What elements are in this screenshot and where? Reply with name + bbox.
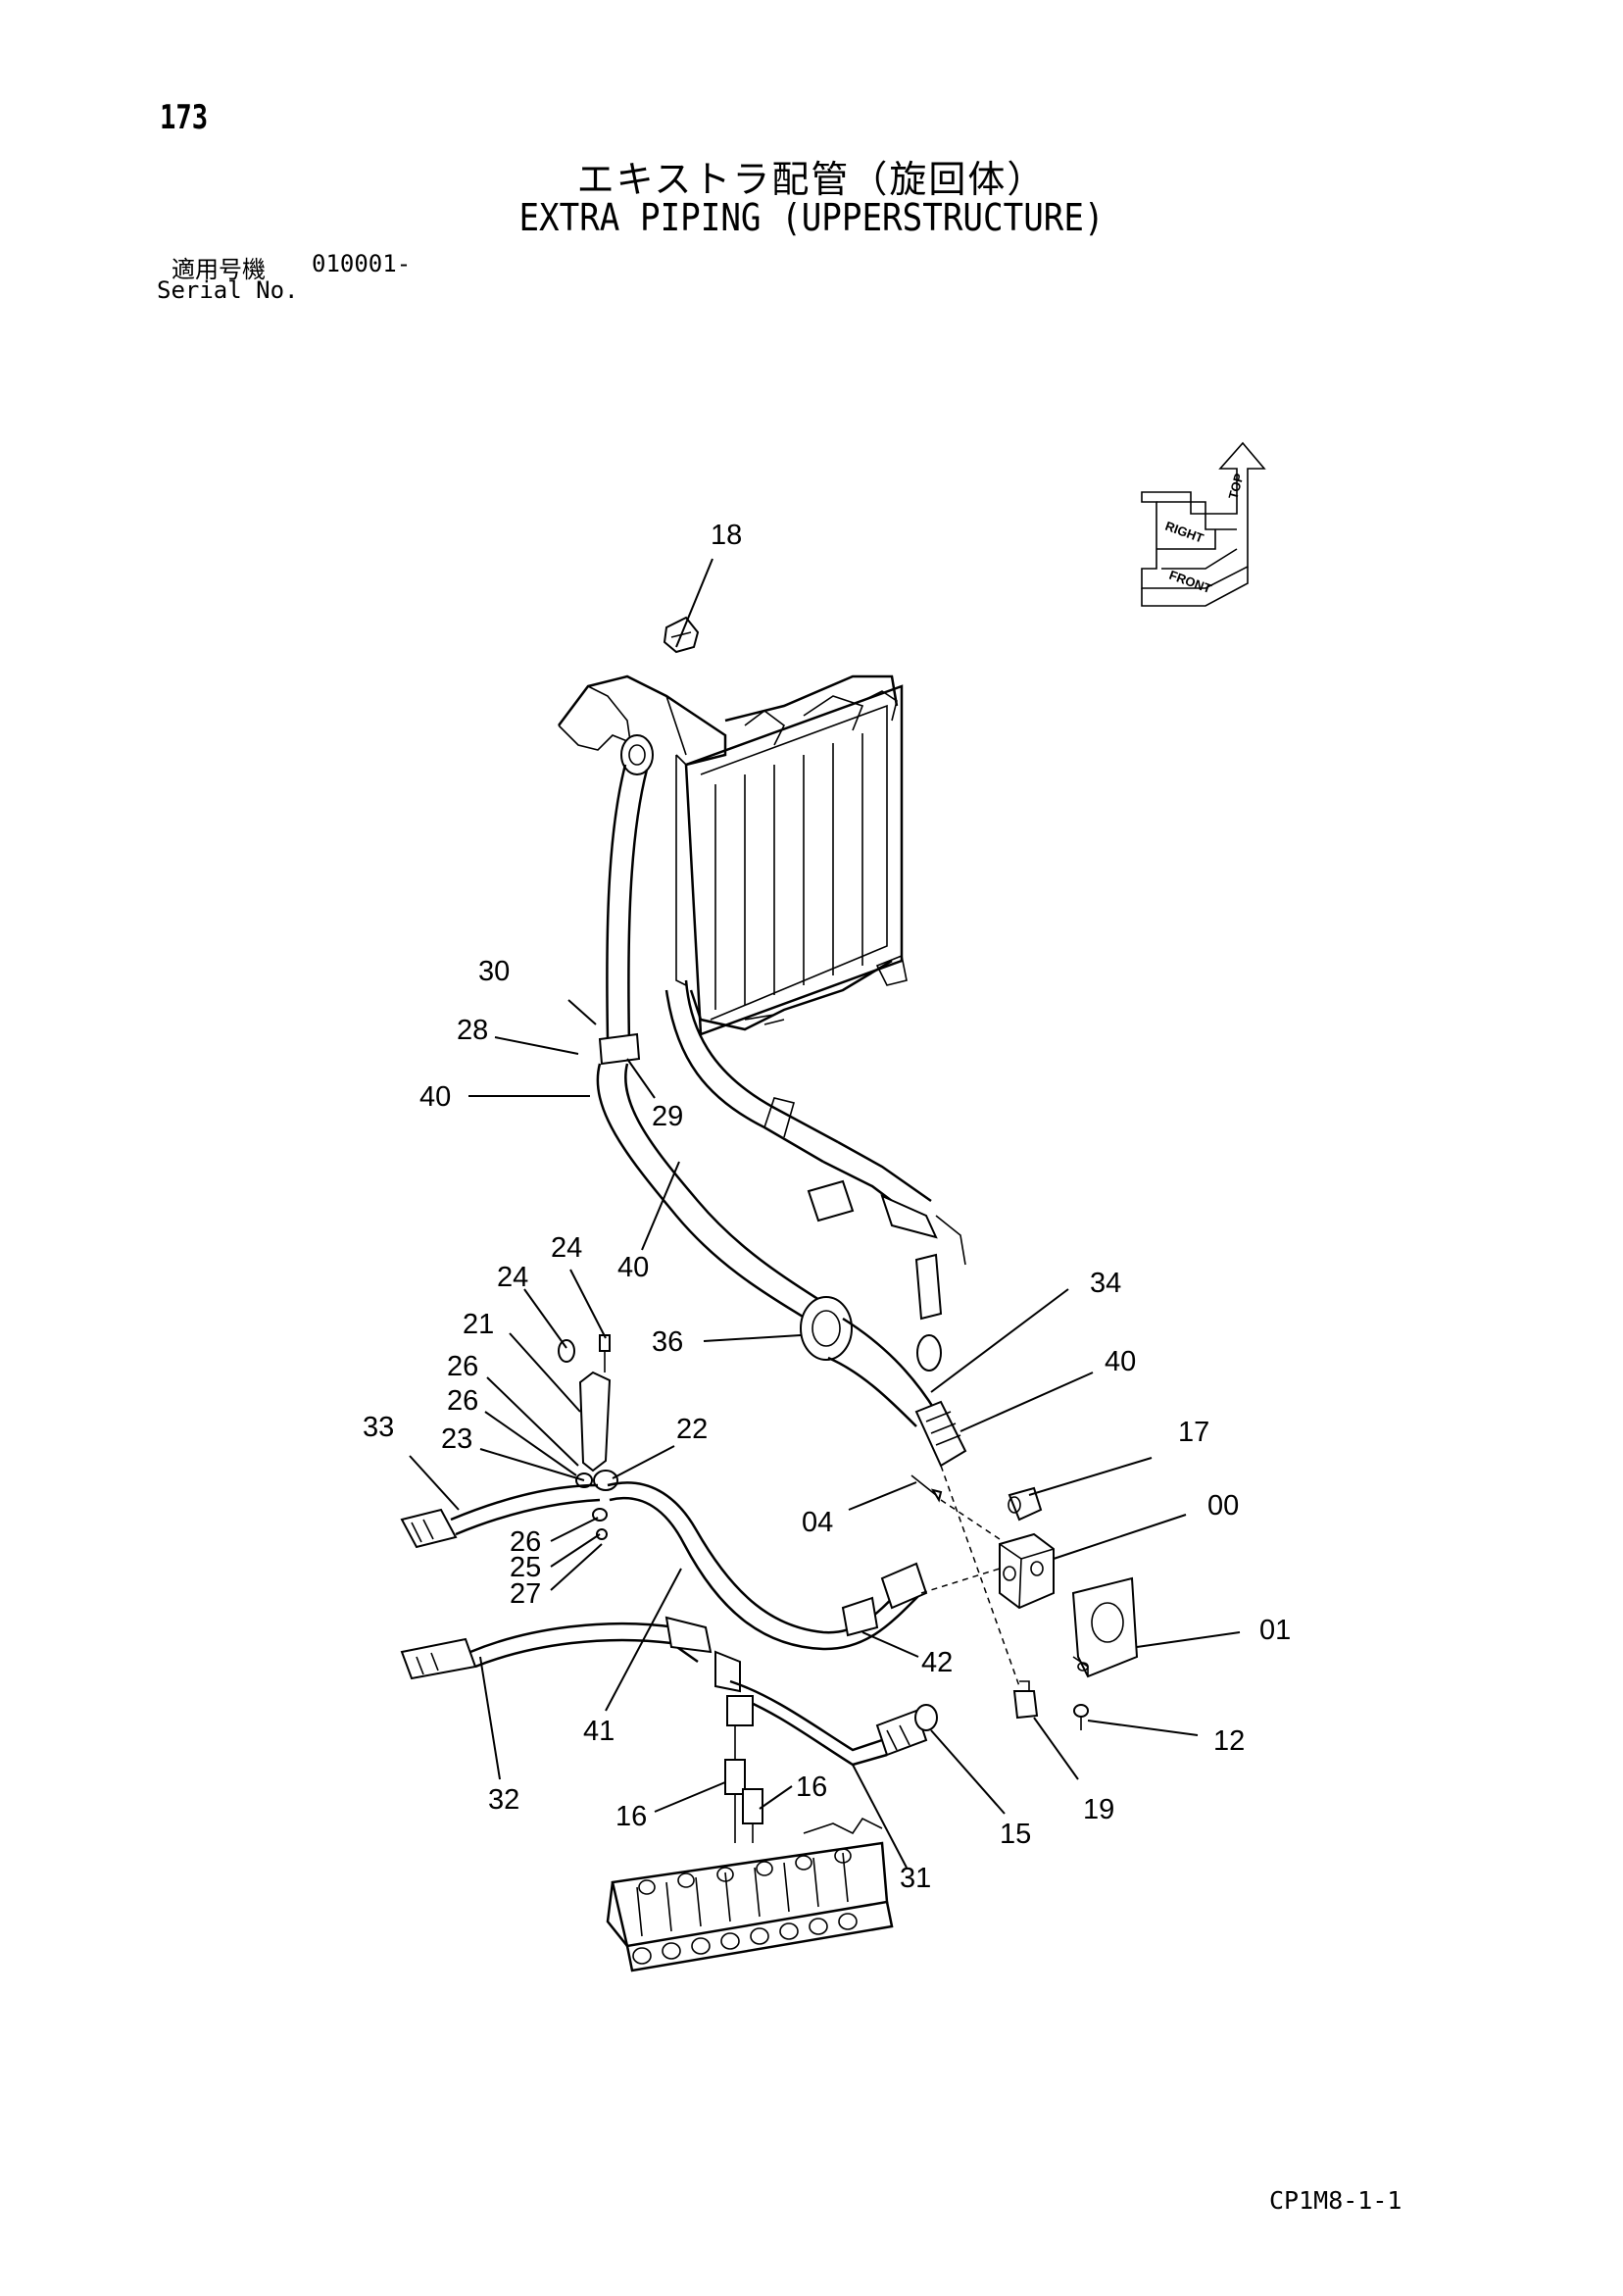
title-japanese: エキストラ配管（旋回体）	[576, 158, 1047, 201]
hose-33	[400, 1483, 601, 1549]
radiator-assembly	[675, 674, 908, 1036]
callout-18: 18	[711, 520, 742, 551]
serial-range: 010001-	[312, 250, 412, 277]
callout-22: 22	[676, 1414, 708, 1445]
callout-41: 41	[583, 1716, 615, 1747]
assembly-dashed-lines	[920, 1465, 1020, 1687]
page-number: 173	[160, 98, 209, 137]
compass-right-label: RIGHT	[1163, 519, 1205, 546]
valve-00	[999, 1532, 1055, 1610]
callout-33: 33	[363, 1412, 394, 1443]
drawing-code: CP1M8-1-1	[1269, 2186, 1402, 2215]
hose-41	[607, 1481, 928, 1651]
callout-16-b: 16	[796, 1772, 827, 1803]
pipe-behind-radiator	[664, 979, 966, 1372]
serial-label-english: Serial No.	[157, 276, 299, 304]
callout-12: 12	[1213, 1725, 1245, 1757]
callout-21: 21	[463, 1309, 494, 1340]
callout-19: 19	[1083, 1794, 1114, 1825]
callout-36: 36	[652, 1326, 683, 1358]
elbow-17	[1008, 1486, 1043, 1522]
callout-32: 32	[488, 1784, 519, 1816]
hose-40-sweep	[596, 1063, 967, 1468]
callout-24-b: 24	[497, 1262, 528, 1293]
part-04-pin	[910, 1474, 943, 1503]
callout-26-b: 26	[447, 1385, 478, 1417]
title-english: EXTRA PIPING (UPPERSTRUCTURE)	[518, 196, 1105, 239]
callout-16-a: 16	[615, 1801, 647, 1832]
callout-27: 27	[510, 1578, 541, 1610]
serial-label-japanese: 適用号機	[172, 256, 266, 283]
callout-15: 15	[1000, 1819, 1031, 1850]
leader-lines	[409, 558, 1241, 1869]
callout-29: 29	[652, 1101, 683, 1132]
callout-30: 30	[478, 956, 510, 987]
callout-04: 04	[802, 1507, 833, 1538]
callout-26-c: 26	[510, 1526, 541, 1558]
hose-40-upper	[598, 764, 649, 1066]
callout-28: 28	[457, 1015, 488, 1046]
upper-mount-bracket	[558, 674, 727, 775]
callout-25: 25	[510, 1552, 541, 1583]
control-valve-block	[606, 1817, 894, 1972]
callout-31: 31	[900, 1863, 931, 1894]
hose-32	[400, 1616, 741, 1693]
compass-top-label: TOP	[1225, 472, 1246, 501]
part-15-plug	[914, 1704, 938, 1731]
adapters-16	[724, 1695, 763, 1843]
compass-front-label: FRONT	[1167, 568, 1213, 596]
callout-labels: 18 30 28 40 29 40 24 24 21 26 26 23 33 2…	[363, 520, 1291, 1894]
callout-40-b: 40	[617, 1252, 649, 1283]
callout-40-c: 40	[1105, 1346, 1136, 1377]
callout-01: 01	[1259, 1615, 1291, 1646]
callout-42: 42	[921, 1647, 953, 1678]
hose-31	[729, 1679, 928, 1767]
fitting-19	[1012, 1680, 1039, 1720]
callout-24-a: 24	[551, 1232, 582, 1264]
orientation-compass-icon: TOP RIGHT FRONT	[1141, 441, 1266, 607]
callout-00: 00	[1207, 1490, 1239, 1522]
bolt-12	[1073, 1704, 1089, 1730]
callout-17: 17	[1178, 1417, 1209, 1448]
callout-40-a: 40	[419, 1081, 451, 1113]
bracket-01	[1071, 1576, 1139, 1678]
callout-34: 34	[1090, 1268, 1121, 1299]
bracket-21	[558, 1334, 612, 1472]
callout-23: 23	[441, 1423, 472, 1455]
callout-26-a: 26	[447, 1351, 478, 1382]
